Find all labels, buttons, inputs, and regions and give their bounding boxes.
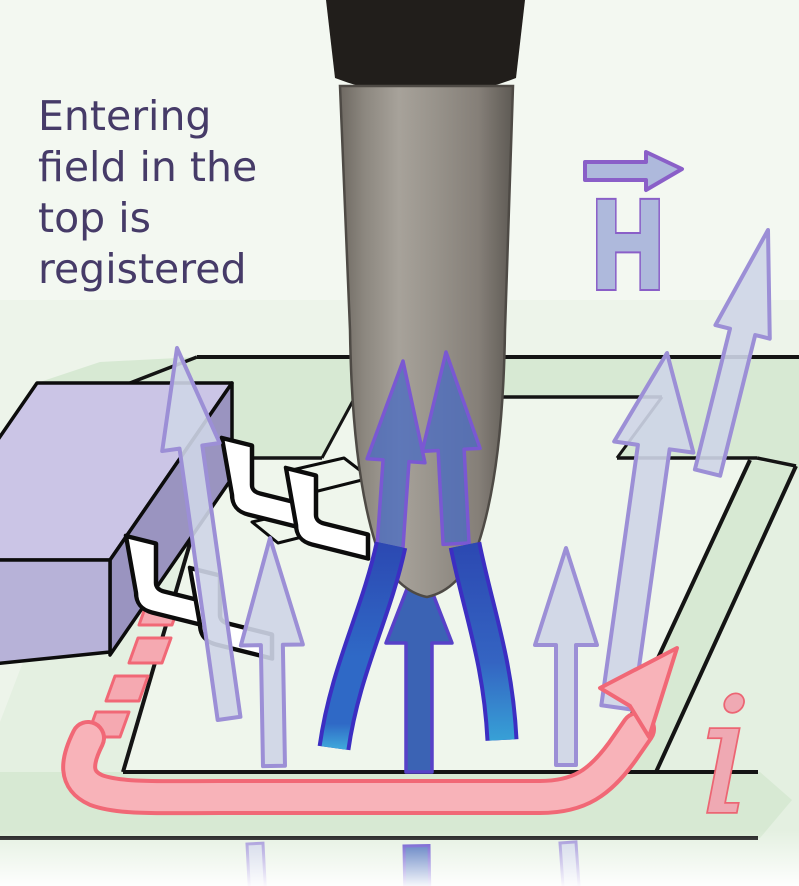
field-arrow-left-icon bbox=[160, 346, 243, 722]
current-arrowhead-icon bbox=[598, 646, 679, 739]
notch-left-diagonal bbox=[320, 396, 357, 459]
field-arrow-right-icon bbox=[599, 351, 696, 712]
flux-strip-right bbox=[452, 542, 515, 741]
chip-pin bbox=[283, 465, 371, 561]
flux-strip-left bbox=[321, 542, 404, 750]
title-line-1: Entering bbox=[38, 92, 211, 140]
title-line-2: field in the bbox=[38, 143, 257, 191]
probe-flux-arrows bbox=[365, 350, 482, 551]
flux-center-arrow-icon bbox=[384, 556, 454, 774]
h-field-label: H bbox=[589, 176, 667, 318]
loop-right-corner-line bbox=[756, 456, 797, 468]
field-arrow-midleft-icon bbox=[238, 536, 305, 769]
h-vector-symbol: H bbox=[583, 150, 684, 320]
board-left-sliver bbox=[37, 357, 205, 383]
flux-strips bbox=[317, 541, 519, 751]
title-line-3: top is bbox=[38, 194, 151, 242]
current-path bbox=[61, 646, 679, 816]
current-dash-icon bbox=[127, 636, 173, 665]
board-left-edge-line bbox=[129, 355, 198, 385]
title-line-4: registered bbox=[38, 245, 246, 293]
loop-right-outer-line bbox=[654, 465, 798, 773]
bottom-fade bbox=[0, 830, 799, 886]
current-band bbox=[65, 715, 652, 812]
flux-arrow-in-probe-right-icon bbox=[420, 350, 482, 547]
title-text: Entering field in the top is registered bbox=[38, 92, 257, 293]
chip-front-face bbox=[0, 558, 112, 666]
field-arrow-farright-icon bbox=[692, 228, 772, 478]
probe-handle bbox=[326, 0, 525, 96]
h-vector-arrow-icon bbox=[583, 150, 684, 192]
current-label: i bbox=[700, 663, 751, 850]
field-arrows bbox=[160, 228, 772, 769]
current-dash-icon bbox=[104, 674, 150, 703]
field-arrow-midright-icon bbox=[533, 546, 599, 767]
